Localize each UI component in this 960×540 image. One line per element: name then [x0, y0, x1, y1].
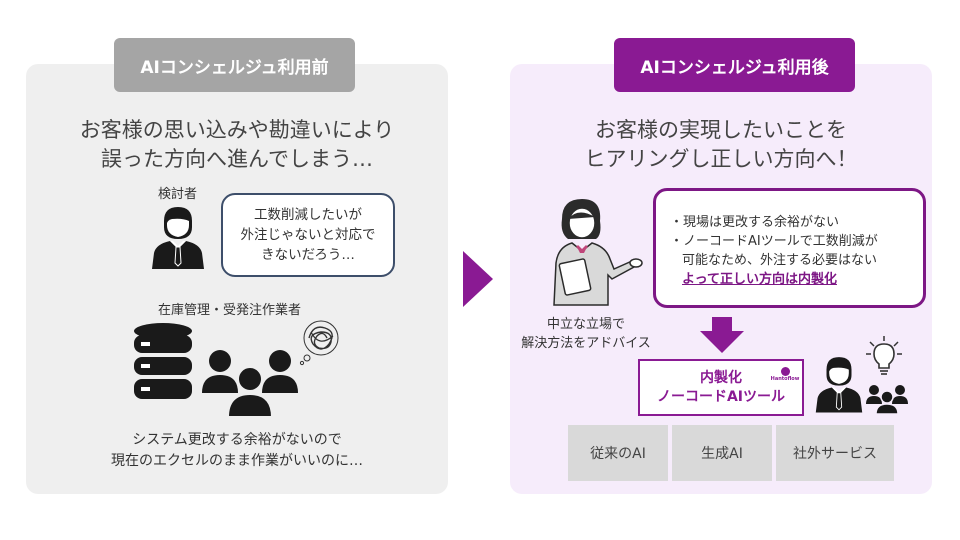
option-generative-ai: 生成AI	[672, 425, 772, 481]
after-bubble-line1: ・現場は更改する余裕がない	[670, 215, 840, 230]
after-tag: AIコンシェルジュ利用後	[614, 38, 855, 92]
lightbulb-icon	[866, 336, 902, 375]
product-line1: 内製化	[700, 369, 742, 386]
hantoflow-logo-icon: Hantoflow	[770, 367, 800, 383]
right-arrow-icon	[463, 251, 493, 307]
after-advice-bubble: ・現場は更改する余裕がない ・ノーコードAIツールで工数削減が 可能なため、外注…	[653, 188, 926, 308]
down-arrow-icon	[700, 317, 744, 353]
tangled-thought-icon	[299, 320, 339, 366]
logo-mark	[780, 367, 790, 376]
after-bubble-emphasis: よって正しい方向は内製化	[682, 272, 837, 287]
advisor-caption-line2: 解決方法をアドバイス	[521, 336, 651, 351]
before-headline-line2: 誤った方向へ進んでしまう…	[101, 147, 373, 171]
after-bubble-line2: ・ノーコードAIツールで工数削減が	[670, 234, 878, 249]
before-thought-bubble: 工数削減したいが 外注じゃないと対応で きないだろう…	[221, 193, 395, 277]
group-of-people-icon	[202, 350, 298, 418]
database-icon	[134, 323, 192, 399]
option-external-service: 社外サービス	[776, 425, 894, 481]
product-line2: ノーコードAIツール	[656, 388, 786, 405]
product-box: Hantoflow 内製化 ノーコードAIツール	[638, 359, 804, 416]
logo-wordmark: Hantoflow	[770, 376, 800, 382]
after-bubble-line3: 可能なため、外注する必要はない	[682, 253, 878, 268]
before-bubble-line2: 外注じゃないと対応で	[240, 227, 376, 243]
before-bubble-line3: きないだろう…	[261, 247, 355, 263]
before-footer: システム更改する余裕がないので 現在のエクセルのまま作業がいいのに…	[26, 430, 448, 472]
option-conventional-ai: 従来のAI	[568, 425, 668, 481]
before-bubble-line1: 工数削減したいが	[254, 207, 362, 223]
after-headline: お客様の実現したいことを ヒアリングし正しい方向へ！	[510, 116, 932, 174]
before-headline-line1: お客様の思い込みや勘違いにより	[79, 118, 395, 142]
before-footer-line1: システム更改する余裕がないので	[132, 432, 342, 448]
advisor-caption-line1: 中立な立場で	[546, 317, 625, 332]
after-headline-line1: お客様の実現したいことを	[595, 118, 847, 142]
group-label: 在庫管理・受発注作業者	[158, 303, 302, 318]
person-label: 検討者	[158, 187, 198, 202]
advisor-caption: 中立な立場で 解決方法をアドバイス	[521, 315, 651, 353]
concierge-woman-icon	[553, 199, 643, 306]
team-icon	[866, 385, 908, 415]
before-tag: AIコンシェルジュ利用前	[114, 38, 355, 92]
before-panel	[26, 64, 448, 494]
before-headline: お客様の思い込みや勘違いにより 誤った方向へ進んでしまう…	[26, 116, 448, 174]
businessman-icon	[815, 357, 863, 413]
businessman-icon	[152, 207, 204, 269]
after-headline-line2: ヒアリングし正しい方向へ！	[584, 147, 858, 171]
before-footer-line2: 現在のエクセルのまま作業がいいのに…	[111, 453, 363, 469]
